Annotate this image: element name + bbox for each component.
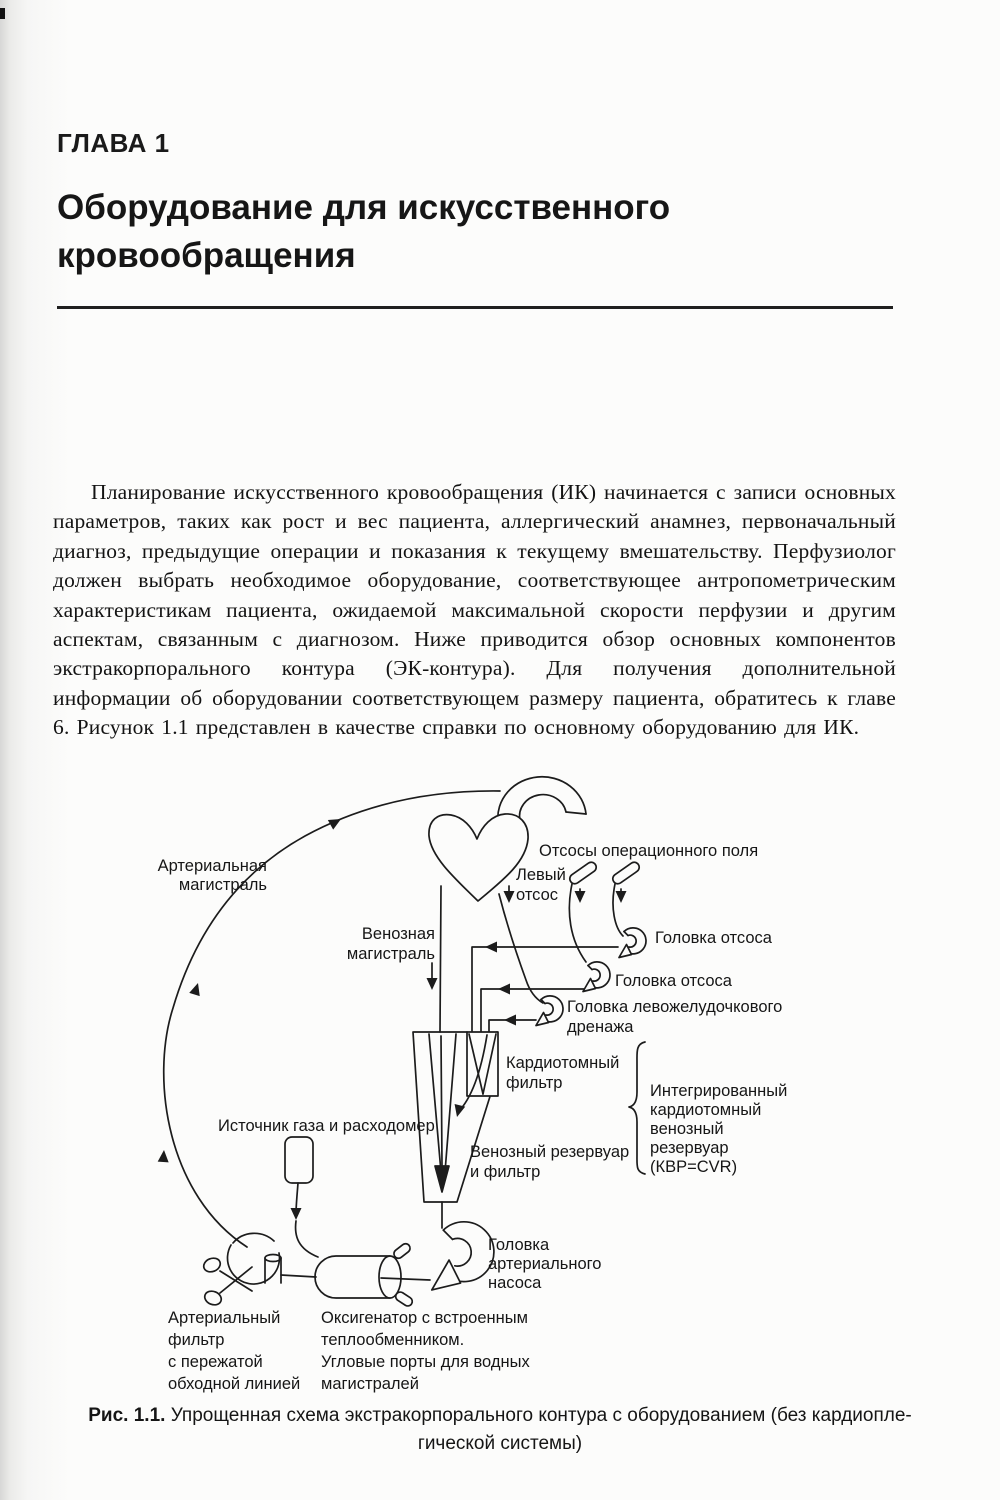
title-rule — [57, 306, 893, 309]
label-lv-drain-head: дренажа — [567, 1018, 634, 1036]
oxygenator-end-cap — [378, 1255, 402, 1299]
label-venous-line: Венозная — [362, 925, 435, 943]
reservoir-inner-line-left — [428, 1033, 442, 1173]
venous-flow-arrow — [426, 978, 438, 990]
figure-caption-label: Рис. 1.1. — [88, 1405, 166, 1426]
cardiotomy-filter-v-left — [468, 1033, 484, 1095]
heart-shape — [428, 813, 529, 902]
label-cardiotomy-filter: фильтр — [506, 1074, 562, 1092]
label-arterial-pump: артериального — [488, 1255, 601, 1273]
label-arterial-line: магистраль — [179, 876, 267, 894]
reservoir-group-brace — [628, 1041, 646, 1175]
arterial-flow-arrow-mid — [189, 981, 204, 997]
suction-pump-head-2-icon — [582, 961, 611, 993]
label-arterial-filter: фильтр — [168, 1331, 224, 1349]
figure-labels: Артериальная магистраль Отсосы операцион… — [158, 842, 788, 1393]
oxygenator-port-top — [393, 1242, 411, 1260]
suction-wand-1-line — [568, 883, 587, 963]
return-line-1 — [471, 946, 619, 1033]
suction-wand-1 — [568, 861, 598, 885]
gas-source-box — [284, 1136, 314, 1184]
wand-1-flow-arrow — [574, 891, 586, 903]
label-integrated-reservoir: резервуар — [650, 1139, 729, 1157]
label-left-vent: отсос — [516, 886, 558, 904]
arterial-line-curve — [162, 790, 501, 1248]
scan-corner-mark — [0, 8, 5, 19]
venous-line — [439, 885, 442, 1033]
bypass-clamp — [202, 1257, 253, 1306]
suction-wand-2 — [611, 861, 641, 885]
label-lv-drain-head: Головка левожелудочкового — [567, 998, 782, 1016]
wand-2-flow-arrow — [615, 891, 627, 903]
gas-line-lower — [294, 1220, 319, 1258]
label-suction-head-1: Головка отсоса — [655, 929, 773, 947]
label-arterial-filter: Артериальный — [168, 1309, 280, 1327]
figure-caption-text: Упрощенная схема экстракорпорального кон… — [165, 1405, 912, 1426]
label-suction-head-2: Головка отсоса — [615, 972, 733, 990]
label-arterial-filter: обходной линией — [168, 1375, 300, 1393]
label-integrated-reservoir: кардиотомный — [650, 1101, 761, 1119]
figure-lines — [162, 775, 647, 1307]
reservoir-big-arrow — [434, 1165, 450, 1193]
return-2-flow-arrow — [498, 983, 510, 995]
arterial-flow-arrow-bottom — [157, 1149, 170, 1163]
label-integrated-reservoir: (КВР=CVR) — [650, 1158, 737, 1176]
arterial-flow-arrow-top — [327, 814, 344, 830]
return-line-2 — [480, 988, 585, 1033]
label-cardiotomy-filter: Кардиотомный — [506, 1054, 619, 1072]
gas-flow-arrow — [290, 1208, 302, 1220]
label-arterial-line: Артериальная — [158, 857, 267, 875]
label-venous-line: магистраль — [347, 945, 435, 963]
left-vent-flow-arrow — [503, 891, 515, 903]
label-arterial-pump: Головка — [488, 1236, 550, 1254]
figure-caption: Рис. 1.1. Упрощенная схема экстракорпора… — [40, 1402, 960, 1458]
connector-cylinder — [264, 1253, 282, 1284]
aortic-arch-shape — [496, 775, 587, 823]
figure-caption-text-line2: гической системы) — [417, 1433, 583, 1454]
label-left-vent: Левый — [516, 866, 566, 884]
reservoir-inner-shaft — [440, 1035, 443, 1166]
page-title: Оборудование для искусственного кровообр… — [57, 188, 671, 275]
chapter-heading: ГЛАВА 1 — [57, 128, 170, 158]
body-paragraph: Планирование искусственного кровообращен… — [53, 480, 896, 740]
label-integrated-reservoir: Интегрированный — [650, 1082, 787, 1100]
label-surgical-suction: Отсосы операционного поля — [539, 842, 758, 860]
label-gas-source: Источник газа и расходомер — [218, 1117, 435, 1135]
label-venous-reservoir: Венозный резервуар — [470, 1143, 629, 1161]
label-oxygenator: Угловые порты для водных — [321, 1353, 530, 1371]
arterial-filter-loop — [226, 1244, 281, 1285]
pump-to-oxygenator-line — [380, 1277, 431, 1281]
label-oxygenator: магистралей — [321, 1375, 419, 1393]
return-3-flow-arrow — [504, 1014, 516, 1026]
suction-wand-2-line — [612, 883, 624, 937]
label-integrated-reservoir: венозный — [650, 1120, 724, 1138]
return-1-flow-arrow — [485, 941, 497, 953]
return-line-3 — [488, 1019, 537, 1033]
suction-pump-head-1-icon — [618, 927, 647, 959]
oxygenator-port-bottom — [394, 1291, 414, 1307]
cardiotomy-filter-box — [466, 1031, 499, 1097]
label-arterial-filter: с пережатой — [168, 1353, 263, 1371]
label-arterial-pump: насоса — [488, 1274, 542, 1292]
left-vent-line — [498, 893, 544, 1004]
label-venous-reservoir: и фильтр — [470, 1163, 540, 1181]
cardiotomy-filter-v-right — [482, 1033, 497, 1095]
label-oxygenator: Оксигенатор с встроенным — [321, 1309, 528, 1327]
arterial-pump-head-icon — [430, 1220, 496, 1292]
reservoir-inner-line-right — [444, 1033, 457, 1173]
bypass-line — [232, 1232, 275, 1244]
cylinder-to-oxygenator-line — [280, 1274, 317, 1278]
label-oxygenator: теплообменником. — [321, 1331, 464, 1349]
